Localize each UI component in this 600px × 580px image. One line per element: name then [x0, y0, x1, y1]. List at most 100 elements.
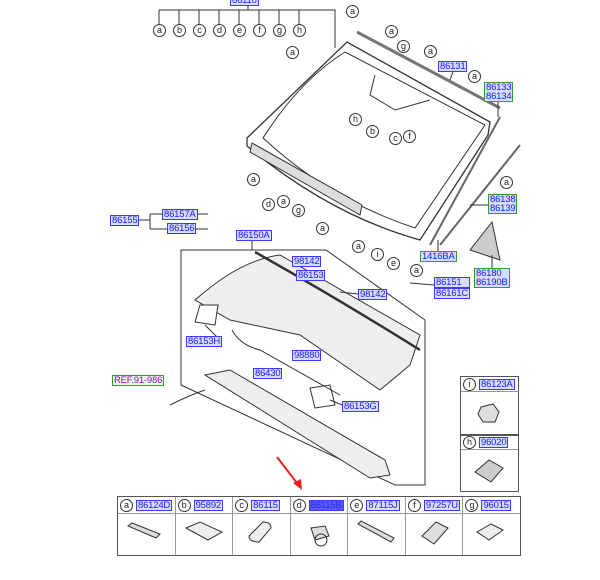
callout-a: a — [247, 173, 260, 186]
cowl-lower-seal — [203, 369, 391, 479]
part-label[interactable]: 87115J — [366, 499, 400, 511]
callout-b: b — [366, 125, 379, 138]
callout-a: a — [153, 24, 166, 37]
callout-a: a — [385, 25, 398, 38]
pad-icon — [248, 521, 272, 543]
part-label[interactable]: 86153G — [342, 401, 379, 412]
callout-letter: i — [463, 377, 476, 391]
callout-d: d — [213, 24, 226, 37]
part-label[interactable]: 86150A — [236, 230, 272, 241]
part-label-group: 86180 86190B — [474, 268, 510, 288]
strip-icon — [127, 522, 161, 539]
part-label[interactable]: 98142 — [358, 289, 388, 300]
part-label[interactable]: 86133 — [485, 82, 513, 93]
callout-d: d — [262, 198, 275, 211]
mirror-mount — [369, 74, 431, 111]
part-label[interactable]: 86123A — [479, 378, 515, 390]
part-label[interactable]: 86153H — [186, 336, 223, 347]
callout-b: b — [173, 24, 186, 37]
callout-letter: d — [292, 498, 306, 512]
part-label-86110[interactable]: 86110 — [230, 0, 259, 6]
part-label[interactable]: 86190B — [475, 277, 509, 288]
callout-letter: g — [465, 498, 479, 512]
callout-letter: f — [407, 498, 421, 512]
delta-cover — [469, 220, 501, 261]
callout-f: f — [403, 130, 416, 143]
callout-letter: a — [120, 498, 133, 512]
callout-a: a — [410, 264, 423, 277]
callout-h: h — [349, 113, 362, 126]
part-label[interactable]: 1416BA — [420, 251, 457, 262]
sensor-icon — [310, 525, 330, 547]
callout-h: h — [293, 24, 306, 37]
part-label[interactable]: 95892 — [193, 499, 223, 511]
callout-g: g — [273, 24, 286, 37]
bar-icon — [357, 520, 396, 543]
callout-a: a — [346, 5, 359, 18]
callout-a: a — [286, 46, 299, 59]
ref-line — [169, 389, 206, 406]
callout-letter: c — [235, 498, 249, 512]
part-label[interactable]: 96015 — [481, 499, 511, 511]
side-molding — [429, 116, 521, 246]
callout-g: g — [397, 40, 410, 53]
callout-a: a — [424, 45, 437, 58]
leaders — [138, 213, 208, 230]
part-label[interactable]: 86138 — [489, 194, 517, 205]
part-label[interactable]: 86430 — [253, 368, 283, 379]
part-label-group: 86133 86134 — [484, 82, 514, 102]
callout-i: i — [371, 248, 384, 261]
callout-e: e — [233, 24, 246, 37]
part-label[interactable]: 86131 — [438, 61, 468, 72]
part-label[interactable]: 86156 — [167, 223, 197, 234]
part-label[interactable]: 86155 — [110, 215, 140, 226]
plate-icon — [184, 521, 223, 541]
callout-f: f — [253, 24, 266, 37]
part-label[interactable]: 86161C — [434, 288, 471, 299]
callout-a: a — [277, 195, 290, 208]
cowl-seal — [254, 250, 421, 352]
part-label[interactable]: 86124D — [136, 499, 173, 511]
part-label[interactable]: 86157A — [162, 209, 198, 220]
part-label[interactable]: 96020 — [479, 436, 509, 448]
part-label[interactable]: 97257U — [423, 499, 460, 511]
callout-a: a — [500, 176, 513, 189]
top-molding — [356, 30, 501, 110]
cowl-cover-left — [194, 304, 219, 326]
part-label[interactable]: 86180 — [475, 269, 509, 278]
callout-a: a — [316, 222, 329, 235]
clip-icon — [477, 403, 500, 423]
part-label[interactable]: 86134 — [485, 91, 513, 102]
callout-a: a — [468, 70, 481, 83]
part-label[interactable]: 86139 — [489, 203, 517, 214]
part-label[interactable]: 86153 — [296, 270, 326, 281]
part-label[interactable]: 98142 — [292, 256, 322, 267]
callout-a: a — [352, 240, 365, 253]
letter-bracket — [158, 3, 336, 48]
cowl-cover-right — [309, 384, 336, 409]
callout-e: e — [387, 257, 400, 270]
callout-letter: h — [463, 435, 476, 449]
part-label[interactable]: 86115 — [251, 499, 280, 511]
part-label-selected[interactable]: 86115B — [308, 499, 344, 511]
callout-letter: e — [350, 498, 364, 512]
reference-label[interactable]: REF.91-986 — [112, 375, 165, 386]
callout-c: c — [193, 24, 206, 37]
bracket-icon — [474, 459, 504, 483]
part-label[interactable]: 98880 — [292, 350, 322, 361]
part-label[interactable]: 86151 — [434, 277, 471, 288]
callout-g: g — [292, 204, 305, 217]
windshield-inner — [262, 51, 486, 229]
hose — [231, 329, 341, 396]
